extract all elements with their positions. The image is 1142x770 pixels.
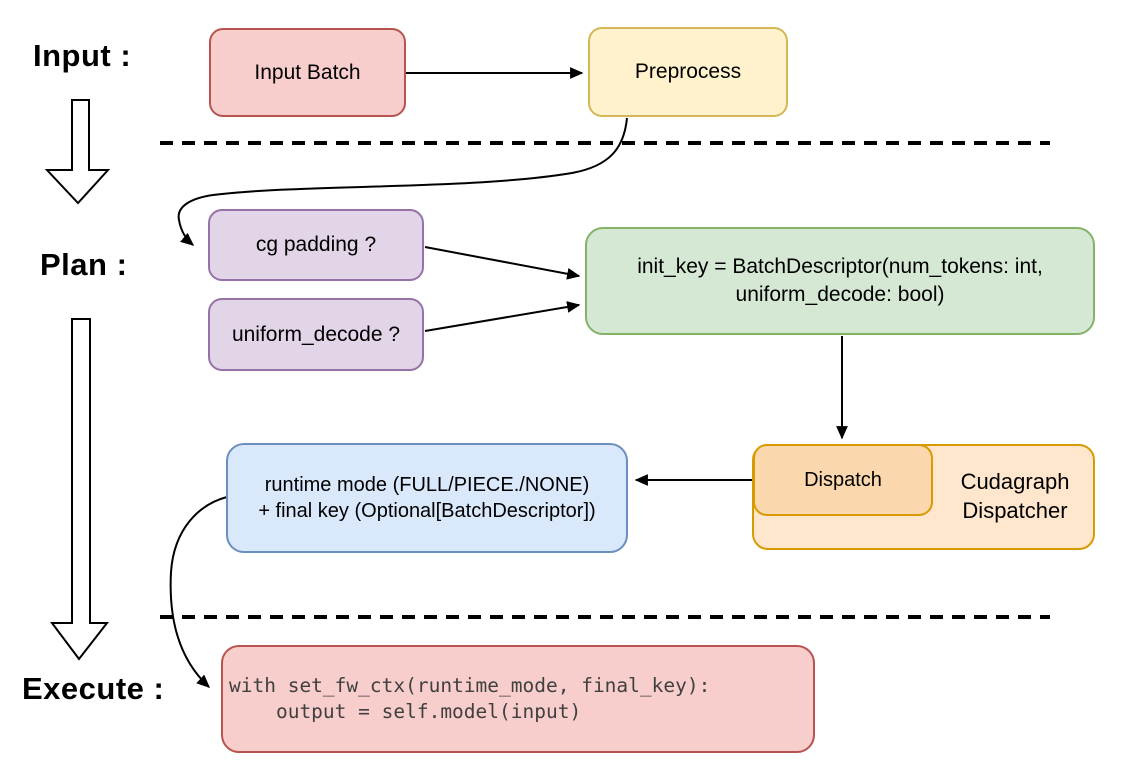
node-cudagraph-dispatcher-line2: Dispatcher bbox=[962, 498, 1068, 523]
stage-label-input: Input : bbox=[33, 38, 132, 73]
node-input-batch: Input Batch bbox=[209, 28, 406, 117]
execute-code-line1: with set_fw_ctx(runtime_mode, final_key)… bbox=[229, 674, 711, 698]
node-init-key-line2: uniform_decode: bool) bbox=[735, 283, 945, 306]
node-cg-padding-label: cg padding ? bbox=[255, 233, 377, 257]
node-cudagraph-dispatcher-label: Cudagraph Dispatcher bbox=[935, 446, 1095, 548]
node-dispatch-label: Dispatch bbox=[804, 468, 882, 491]
hollow-arrow-input-to-plan bbox=[44, 99, 111, 205]
arrow-uniform-decode-to-init-key bbox=[424, 301, 581, 332]
node-runtime-result-line2: + final key (Optional[BatchDescriptor]) bbox=[258, 500, 596, 522]
node-dispatch: Dispatch bbox=[753, 444, 933, 516]
node-preprocess: Preprocess bbox=[588, 27, 788, 117]
node-cg-padding: cg padding ? bbox=[208, 209, 424, 281]
stage-label-plan: Plan : bbox=[40, 247, 128, 282]
node-runtime-result-line1: runtime mode (FULL/PIECE./NONE) bbox=[264, 473, 590, 496]
node-init-key-line1: init_key = BatchDescriptor(num_tokens: i… bbox=[637, 255, 1043, 279]
node-uniform-decode: uniform_decode ? bbox=[208, 298, 424, 371]
hollow-arrow-plan-to-execute bbox=[50, 318, 110, 661]
arrow-runtime-to-execute-code bbox=[169, 496, 228, 688]
node-init-key: init_key = BatchDescriptor(num_tokens: i… bbox=[585, 227, 1095, 335]
arrow-preprocess-to-cg-padding bbox=[177, 117, 628, 246]
arrow-cg-padding-to-init-key bbox=[424, 246, 581, 280]
node-execute-code: with set_fw_ctx(runtime_mode, final_key)… bbox=[221, 645, 815, 753]
node-uniform-decode-label: uniform_decode ? bbox=[231, 322, 401, 346]
node-input-batch-label: Input Batch bbox=[254, 60, 361, 84]
stage-label-execute: Execute : bbox=[22, 671, 165, 706]
execute-code-line2: output = self.model(input) bbox=[229, 700, 582, 723]
node-preprocess-label: Preprocess bbox=[634, 60, 742, 84]
node-runtime-result: runtime mode (FULL/PIECE./NONE) + final … bbox=[226, 443, 628, 553]
node-cudagraph-dispatcher-line1: Cudagraph bbox=[960, 469, 1070, 495]
